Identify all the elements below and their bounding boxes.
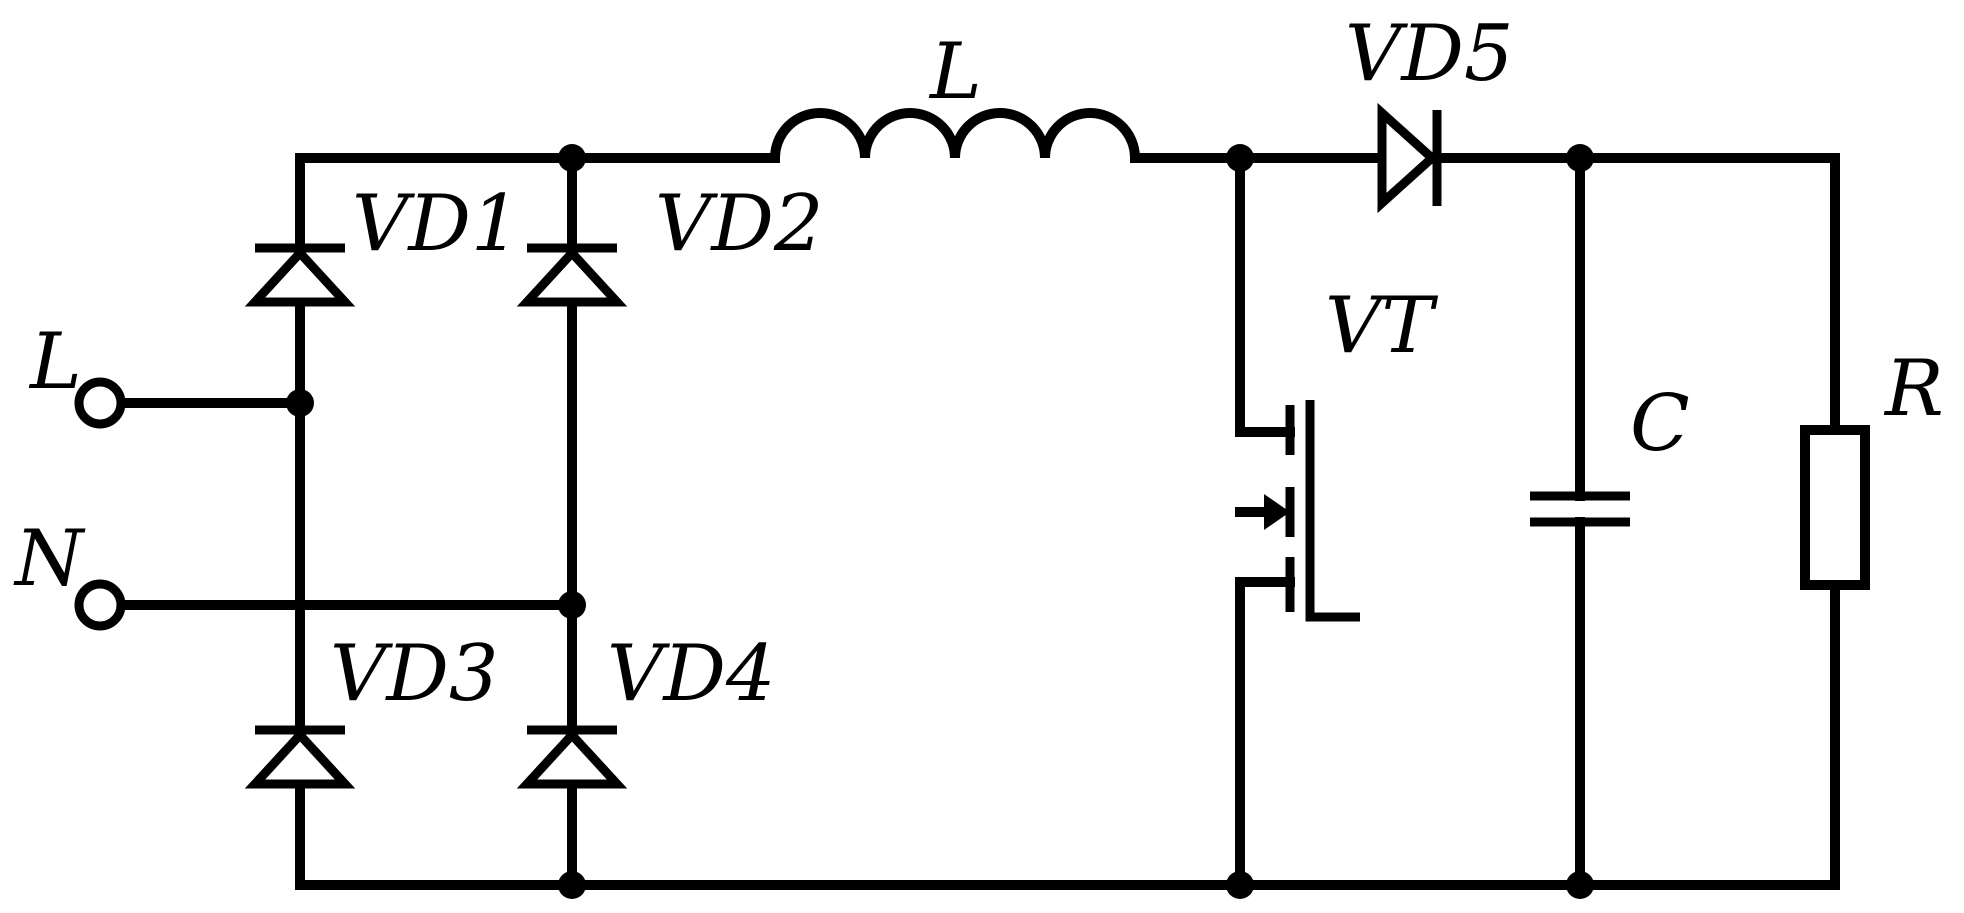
junction-dot [286,389,314,417]
junction-dot [1566,871,1594,899]
vd3-label: VD3 [330,629,499,719]
resistor-symbol [1800,425,1870,590]
junction-dot [558,591,586,619]
vd1-label: VD1 [352,179,521,269]
junction-dot [1226,871,1254,899]
diode-vd1-symbol [244,243,356,307]
neutral-input-label: N [13,514,86,604]
capacitor-label: C [1630,379,1690,469]
junction-dot [558,144,586,172]
vd4-label: VD4 [607,629,776,719]
diode-vd2-symbol [516,243,628,307]
diode-vd4-symbol [516,725,628,789]
neutral-terminal [74,579,126,631]
capacitor-symbol [1530,491,1630,527]
line-input-label: L [28,317,82,407]
vd2-label: VD2 [655,179,824,269]
inductor-symbol [769,108,1141,164]
mosfet-vt-symbol [1264,400,1360,622]
junction-dot [1566,144,1594,172]
line-terminal [74,377,126,429]
junction-dot [1226,144,1254,172]
transistor-label: VT [1325,281,1438,371]
junction-dot [558,871,586,899]
vd5-label: VD5 [1345,9,1514,99]
junctions [286,144,1594,899]
resistor-label: R [1883,344,1944,434]
inductor-label: L [928,27,982,117]
diode-vd5-symbol [1377,102,1442,214]
diode-vd3-symbol [244,725,356,789]
